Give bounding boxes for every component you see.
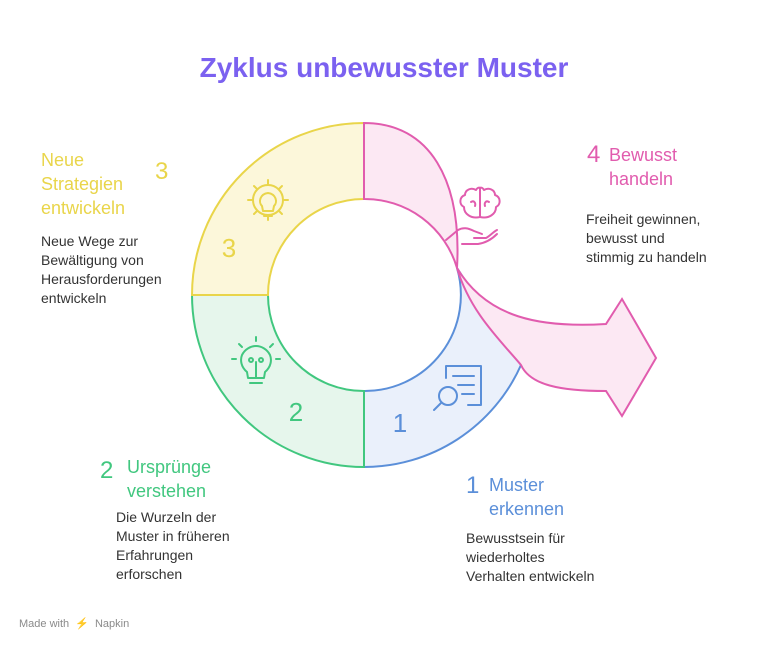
brain-hand-icon (445, 186, 501, 245)
step-3-heading: Neue Strategien entwickeln (41, 150, 126, 218)
step-3-number: 3 (155, 158, 169, 185)
segment-4-arrow (363, 121, 658, 418)
step-4-description: Freiheit gewinnen, bewusst und stimmig z… (586, 211, 707, 265)
lightbulb-icon (231, 336, 281, 384)
segment-label-1: 1 (393, 408, 407, 438)
step-2-description: Die Wurzeln der Muster in früheren Erfah… (116, 509, 230, 582)
segment-3 (190, 121, 365, 296)
step-1-heading: Muster erkennen (489, 475, 565, 519)
step-4-heading: Bewusst handeln (609, 145, 678, 189)
segment-2 (190, 294, 365, 469)
document-search-icon (433, 365, 482, 411)
step-3-description: Neue Wege zur Bewältigung von Herausford… (41, 233, 162, 306)
step-1-description: Bewusstsein für wiederholtes Verhalten e… (466, 530, 595, 584)
step-2-number: 2 (100, 457, 114, 484)
segment-label-3: 3 (222, 233, 236, 263)
segment-1 (363, 267, 523, 469)
diagram-title: Zyklus unbewusster Muster (199, 52, 569, 83)
napkin-logo-icon: ⚡ (75, 618, 89, 630)
step-2-heading: Ursprünge verstehen (127, 457, 212, 501)
footer-attribution: Made with ⚡ Napkin (19, 618, 130, 630)
lightbulb-gear-icon (247, 179, 289, 221)
step-4-number: 4 (587, 141, 601, 168)
step-1-number: 1 (466, 472, 480, 499)
segment-label-2: 2 (289, 397, 303, 427)
